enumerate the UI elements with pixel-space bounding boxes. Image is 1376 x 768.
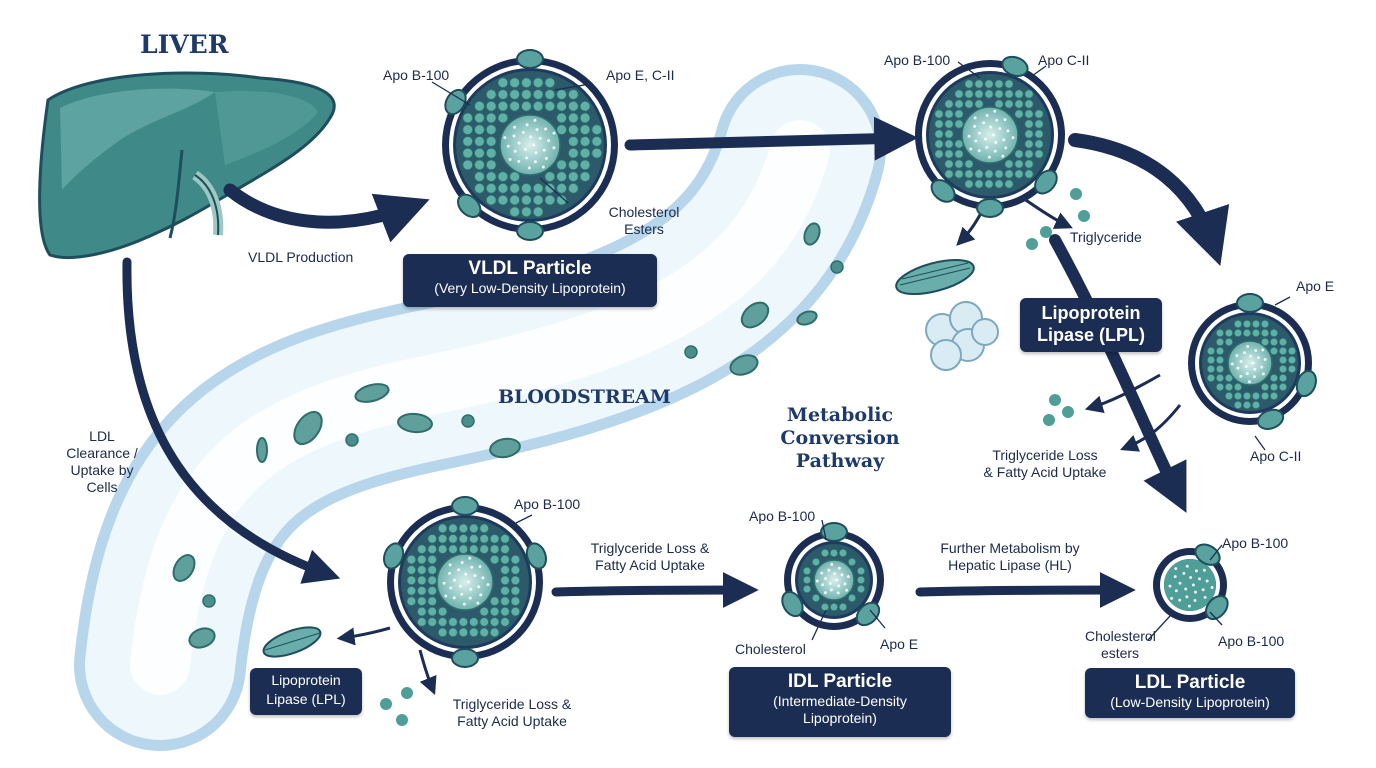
idl-apo-b100-label: Apo B-100 (749, 508, 816, 524)
vldl-particle-box: VLDL Particle (Very Low-Density Lipoprot… (403, 254, 657, 307)
bloodstream-title: BLOODSTREAM (498, 386, 671, 408)
ldl-clearance-line-4: Cells (86, 479, 118, 495)
bloodstream-vessel (74, 64, 886, 751)
hl-line-2: Hepatic Lipase (HL) (948, 557, 1072, 573)
idl-particle-box: IDL Particle (Intermediate-Density Lipop… (729, 667, 951, 737)
lpl-right-line-1: Lipoprotein (1041, 303, 1141, 323)
bl-apo-b100-label: Apo B-100 (514, 496, 581, 512)
bl-tg-line-2: Fatty Acid Uptake (457, 713, 567, 729)
ldl-particle-name: LDL Particle (1134, 672, 1246, 693)
lpl-left-line-2: Lipase (LPL) (266, 691, 346, 707)
ldl-clearance-line-2: Clearance / (66, 445, 138, 461)
idl-particle-name: IDL Particle (787, 671, 893, 692)
ldl-clearance-line-1: LDL (89, 428, 115, 444)
small-right-particle (1188, 293, 1317, 430)
ldl-clearance-label: LDL Clearance / Uptake by Cells (52, 428, 152, 496)
bottom-left-particle (383, 496, 547, 668)
vldl-core-label: Cholesterol Esters (604, 204, 684, 238)
tg-loss-idl-line-1: Triglyceride Loss & (590, 540, 710, 556)
ldl-core-label: Cholesterol esters (1085, 628, 1156, 662)
ldl-particle (1153, 543, 1229, 622)
sr-tg-loss-label: Triglyceride Loss & Fatty Acid Uptake (965, 447, 1125, 481)
platelets (202, 260, 844, 608)
lpl-right-line-2: Lipase (LPL) (1036, 325, 1145, 345)
tg-loss-idl-line-2: Fatty Acid Uptake (595, 557, 705, 573)
vldl-apo-b100-label: Apo B-100 (383, 67, 450, 83)
idl-full-line-2: Lipoprotein) (803, 710, 877, 726)
vldl-core-line-1: Cholesterol (608, 204, 680, 220)
flow-arrows (122, 116, 1230, 609)
tr-apo-cii-label: Apo C-II (1038, 52, 1090, 68)
sr-apo-cii-label: Apo C-II (1250, 448, 1302, 464)
leader-lines (431, 61, 1291, 641)
pathway-line-3: Pathway (795, 450, 885, 472)
sr-tg-line-2: & Fatty Acid Uptake (983, 464, 1107, 480)
bl-tg-line-1: Triglyceride Loss & (452, 696, 572, 712)
ldl-core-line-2: esters (1100, 645, 1140, 661)
top-right-particle (915, 55, 1065, 218)
adipose-cell-icon (925, 301, 999, 371)
idl-apo-e-label: Apo E (880, 636, 919, 652)
bl-tg-loss-label: Triglyceride Loss & Fatty Acid Uptake (432, 696, 592, 730)
triglyceride-dots (380, 188, 1090, 726)
vldl-particle-name: VLDL Particle (468, 258, 592, 279)
lpl-right-box: Lipoprotein Lipase (LPL) (1020, 298, 1162, 352)
vldl-apo-e-cii-label: Apo E, C-II (606, 67, 675, 83)
ldl-apo-b100-top-label: Apo B-100 (1222, 535, 1289, 551)
pathway-line-2: Conversion (780, 427, 900, 449)
tr-apo-b100-label: Apo B-100 (884, 52, 951, 68)
ldl-particle-box: LDL Particle (Low-Density Lipoprotein) (1085, 668, 1295, 718)
sr-tg-line-1: Triglyceride Loss (992, 447, 1098, 463)
vldl-core-line-2: Esters (624, 221, 664, 237)
tg-loss-to-idl-label: Triglyceride Loss & Fatty Acid Uptake (570, 540, 730, 574)
metabolic-pathway-title: Metabolic Conversion Pathway (775, 404, 905, 473)
liver-title: LIVER (140, 30, 229, 59)
muscle-fiber-icon (895, 258, 975, 296)
ldl-apo-b100-bottom-label: Apo B-100 (1218, 633, 1285, 649)
lpl-left-line-1: Lipoprotein (271, 672, 341, 688)
tr-triglyceride-label: Triglyceride (1070, 229, 1142, 245)
hl-line-1: Further Metabolism by (940, 540, 1080, 556)
muscle-fiber-icon-small (262, 626, 322, 658)
lpl-left-box: Lipoprotein Lipase (LPL) (250, 668, 362, 715)
ldl-particle-full: (Low-Density Lipoprotein) (1110, 694, 1270, 710)
sr-apo-e-label: Apo E (1296, 278, 1335, 294)
idl-full-line-1: (Intermediate-Density (773, 693, 907, 709)
idl-particle (781, 522, 884, 630)
lipoprotein-particles (383, 49, 1317, 668)
vldl-production-label: VLDL Production (248, 249, 354, 265)
idl-cholesterol-label: Cholesterol (735, 641, 806, 657)
vldl-particle (442, 49, 618, 241)
vldl-particle-full: (Very Low-Density Lipoprotein) (434, 280, 626, 296)
blood-cells (172, 222, 821, 649)
ldl-core-line-1: Cholesterol (1085, 628, 1156, 644)
ldl-clearance-line-3: Uptake by (70, 462, 134, 478)
liver-organ (38, 71, 336, 259)
hl-metabolism-label: Further Metabolism by Hepatic Lipase (HL… (920, 540, 1100, 574)
pathway-line-1: Metabolic (786, 404, 894, 426)
